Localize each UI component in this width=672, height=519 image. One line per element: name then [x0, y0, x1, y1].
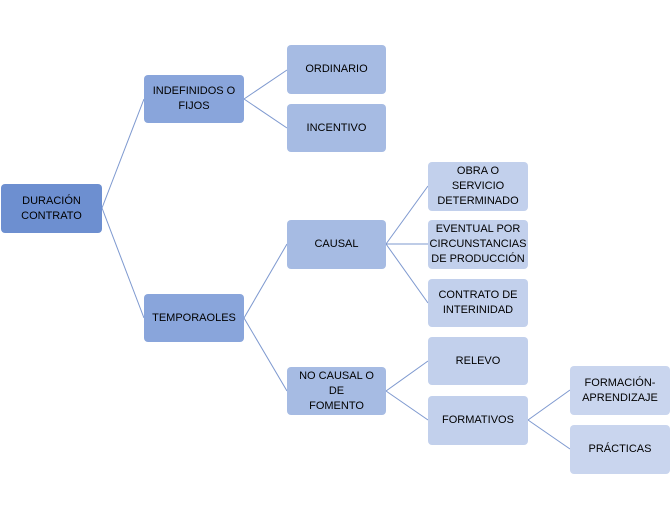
- edge-temporales-nocausal: [243, 317, 288, 392]
- node-indefinidos: INDEFINIDOS O FIJOS: [144, 75, 244, 123]
- node-duracion-contrato: DURACIÓN CONTRATO: [1, 184, 102, 233]
- edge-indefinidos-incentivo: [243, 98, 288, 129]
- edge-formativos-formacion: [527, 389, 571, 421]
- node-temporales: TEMPORAOLES: [144, 294, 244, 342]
- edge-formativos-practicas: [527, 419, 571, 450]
- edge-causal-obra: [385, 185, 429, 245]
- node-eventual: EVENTUAL POR CIRCUNSTANCIAS DE PRODUCCIÓ…: [428, 220, 528, 269]
- node-causal: CAUSAL: [287, 220, 386, 269]
- node-practicas: PRÁCTICAS: [570, 425, 670, 474]
- edge-root-temporales: [101, 207, 145, 319]
- node-ordinario: ORDINARIO: [287, 45, 386, 94]
- edge-indefinidos-ordinario: [243, 69, 288, 100]
- edge-causal-contrato: [385, 243, 429, 304]
- edge-temporales-causal: [243, 243, 288, 319]
- node-contrato-interinidad: CONTRATO DE INTERINIDAD: [428, 279, 528, 327]
- node-formativos: FORMATIVOS: [428, 396, 528, 445]
- edge-nocausal-formativos: [385, 390, 429, 421]
- node-no-causal: NO CAUSAL O DE FOMENTO: [287, 367, 386, 415]
- node-incentivo: INCENTIVO: [287, 104, 386, 152]
- node-formacion-aprendizaje: FORMACIÓN- APRENDIZAJE: [570, 366, 670, 415]
- edge-nocausal-relevo: [385, 360, 429, 392]
- node-relevo: RELEVO: [428, 337, 528, 385]
- node-obra-servicio: OBRA O SERVICIO DETERMINADO: [428, 162, 528, 211]
- edge-root-indefinidos: [101, 98, 145, 209]
